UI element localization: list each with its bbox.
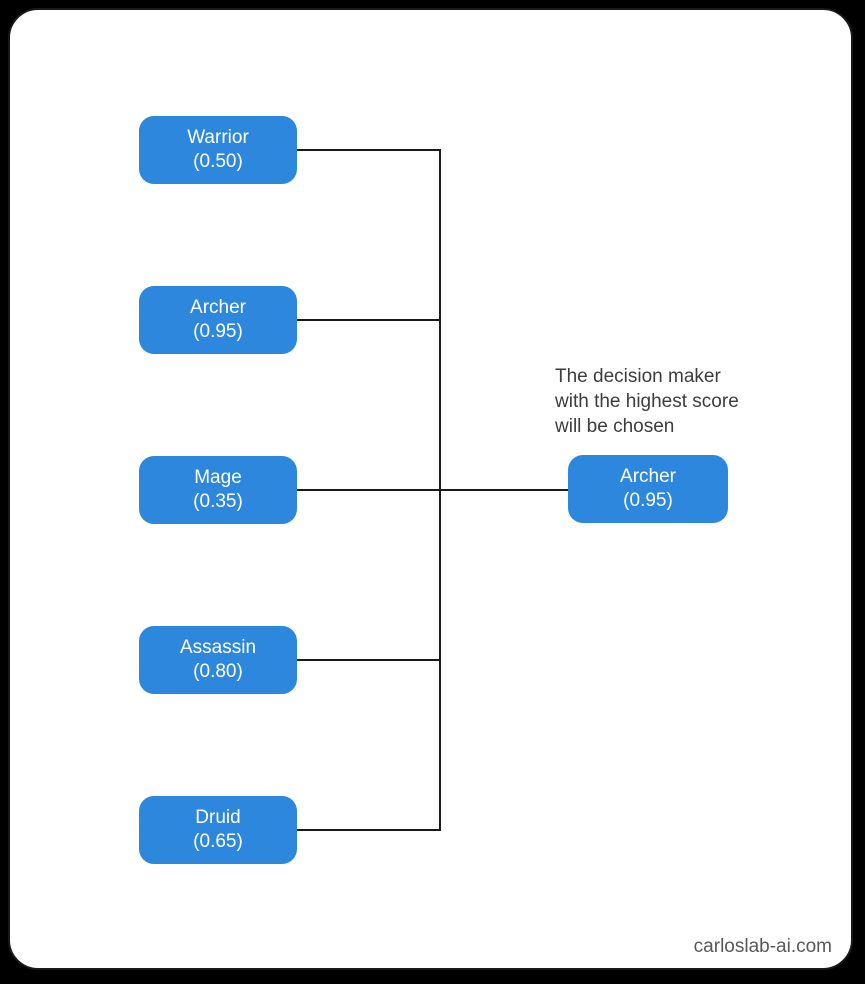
node-assassin[interactable]: Assassin (0.80) xyxy=(139,626,297,694)
node-warrior-name: Warrior xyxy=(187,127,249,148)
node-assassin-score: (0.80) xyxy=(193,661,243,682)
node-druid-score: (0.65) xyxy=(193,831,243,852)
node-archer-score: (0.95) xyxy=(193,321,243,342)
node-druid[interactable]: Druid (0.65) xyxy=(139,796,297,864)
watermark-text: carloslab-ai.com xyxy=(693,936,832,957)
node-warrior-score: (0.50) xyxy=(193,151,243,172)
node-mage-name: Mage xyxy=(194,467,242,488)
node-warrior[interactable]: Warrior (0.50) xyxy=(139,116,297,184)
node-result-archer[interactable]: Archer (0.95) xyxy=(568,455,728,523)
node-mage-score: (0.35) xyxy=(193,491,243,512)
annotation-line-3: will be chosen xyxy=(555,416,675,437)
annotation-line-2: with the highest score xyxy=(555,391,739,412)
node-result-name: Archer xyxy=(620,466,676,487)
annotation-line-1: The decision maker xyxy=(555,366,721,387)
annotation-text: The decision maker with the highest scor… xyxy=(555,364,785,439)
node-assassin-name: Assassin xyxy=(179,637,257,658)
node-archer-name: Archer xyxy=(190,297,246,318)
node-result-score: (0.95) xyxy=(623,490,673,511)
node-archer[interactable]: Archer (0.95) xyxy=(139,286,297,354)
node-mage[interactable]: Mage (0.35) xyxy=(139,456,297,524)
node-druid-name: Druid xyxy=(195,807,241,828)
